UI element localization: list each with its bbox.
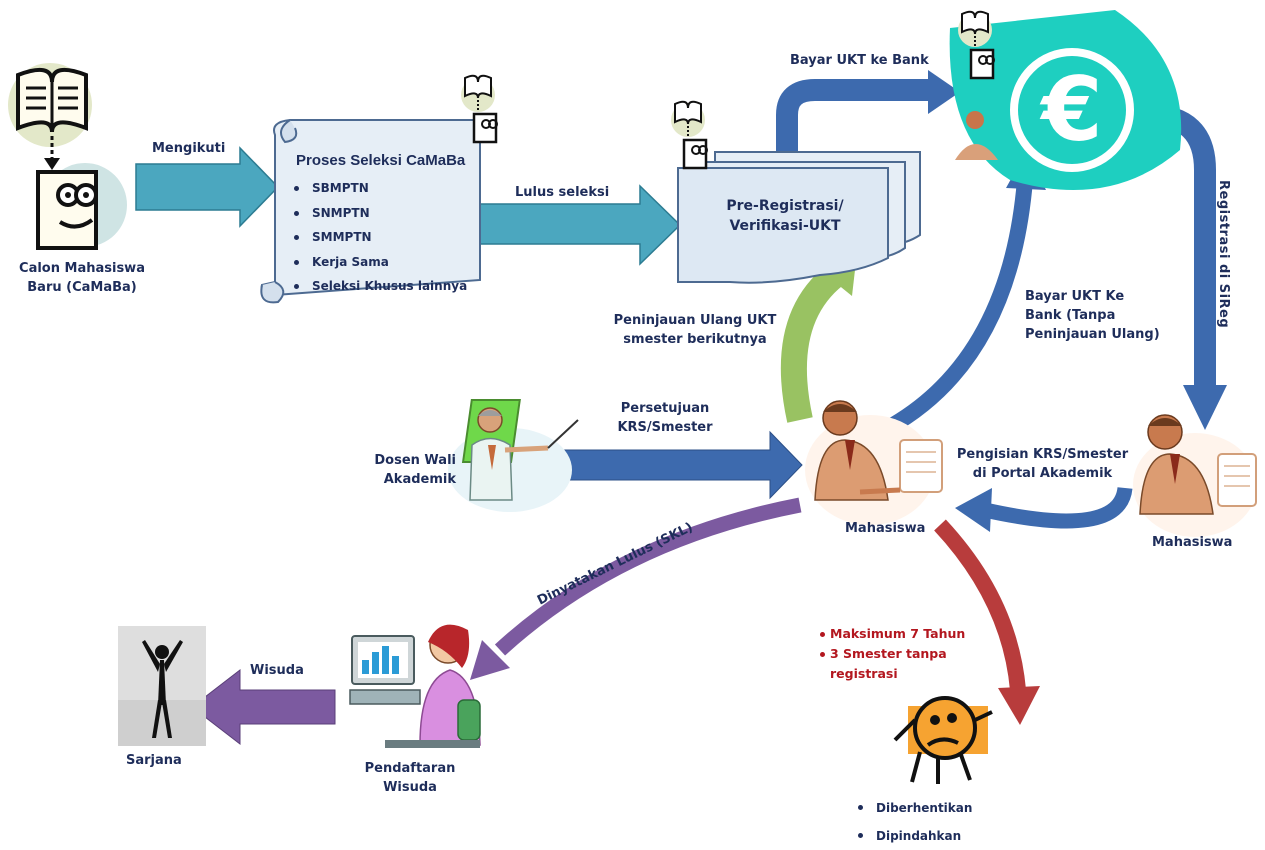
arrow-peninjauan bbox=[780, 264, 844, 423]
sarjana-label: Sarjana bbox=[126, 753, 182, 768]
edge-mengikuti: Mengikuti bbox=[152, 141, 226, 156]
list-item: 3 Smester tanpa registrasi bbox=[818, 644, 965, 684]
pendaftaran-label: Pendaftaran Wisuda bbox=[364, 761, 456, 795]
arrow-dinyatakan bbox=[494, 497, 802, 656]
edge-registrasi: Registrasi di SiReg bbox=[1216, 180, 1231, 329]
lecturer-at-board-icon bbox=[448, 399, 579, 512]
edge-bayar-tanpa: Bayar UKT Ke Bank (Tanpa Peninjauan Ulan… bbox=[1025, 289, 1160, 342]
edge-wisuda: Wisuda bbox=[250, 663, 304, 678]
preregistrasi-stack bbox=[671, 100, 921, 284]
camaba-label: Calon Mahasiswa Baru (CaMaBa) bbox=[19, 261, 145, 295]
arrow-bayar-ukt bbox=[776, 79, 930, 155]
preregistrasi-label: Pre-Registrasi/ Verifikasi-UKT bbox=[726, 198, 844, 235]
svg-text:€: € bbox=[1039, 58, 1102, 161]
list-item: Seleksi Khusus lainnya bbox=[288, 274, 467, 299]
student-at-computer-icon bbox=[1133, 414, 1257, 537]
arrow-wisuda bbox=[191, 668, 336, 746]
arrow-lulus-seleksi bbox=[477, 184, 682, 266]
outcomes-list: Diberhentikan Dipindahkan bbox=[852, 794, 972, 850]
list-item: SMMPTN bbox=[288, 225, 467, 250]
list-item: Diberhentikan bbox=[852, 794, 972, 822]
sad-face-icon bbox=[893, 696, 993, 784]
list-item: SNMPTN bbox=[288, 201, 467, 226]
conditions-list: Maksimum 7 Tahun 3 Smester tanpa registr… bbox=[818, 624, 965, 684]
student-at-computer-icon bbox=[805, 400, 943, 525]
woman-at-computer-icon bbox=[349, 624, 481, 748]
edge-bayar-ukt: Bayar UKT ke Bank bbox=[790, 53, 929, 68]
list-item: Kerja Sama bbox=[288, 250, 467, 275]
graduate-icon bbox=[118, 626, 206, 746]
currency-euro-icon: € bbox=[949, 10, 1182, 190]
list-item: Maksimum 7 Tahun bbox=[818, 624, 965, 644]
arrow-pengisian bbox=[983, 486, 1133, 529]
camaba-icon bbox=[8, 63, 127, 250]
arrow-dropout bbox=[934, 519, 1026, 691]
proses-list: SBMPTN SNMPTN SMMPTN Kerja Sama Seleksi … bbox=[288, 176, 467, 299]
mahasiswa-right-label: Mahasiswa bbox=[1152, 535, 1233, 550]
arrow-bayar-tanpa bbox=[884, 179, 1033, 435]
mahasiswa-center-label: Mahasiswa bbox=[845, 521, 926, 536]
edge-pengisian: Pengisian KRS/Smester di Portal Akademik bbox=[956, 447, 1129, 481]
scroll-icon bbox=[260, 74, 498, 304]
arrow-persetujuan bbox=[559, 430, 803, 500]
list-item: SBMPTN bbox=[288, 176, 467, 201]
edge-peninjauan: Peninjauan Ulang UKT smester berikutnya bbox=[613, 313, 777, 347]
edge-persetujuan: Persetujuan KRS/Smester bbox=[617, 401, 713, 435]
edge-lulus-seleksi: Lulus seleksi bbox=[515, 185, 610, 200]
list-item: Dipindahkan bbox=[852, 822, 972, 850]
proses-title: Proses Seleksi CaMaBa bbox=[296, 152, 466, 169]
dosen-wali-label: Dosen Wali Akademik bbox=[374, 453, 456, 487]
arrow-mengikuti bbox=[135, 146, 280, 228]
